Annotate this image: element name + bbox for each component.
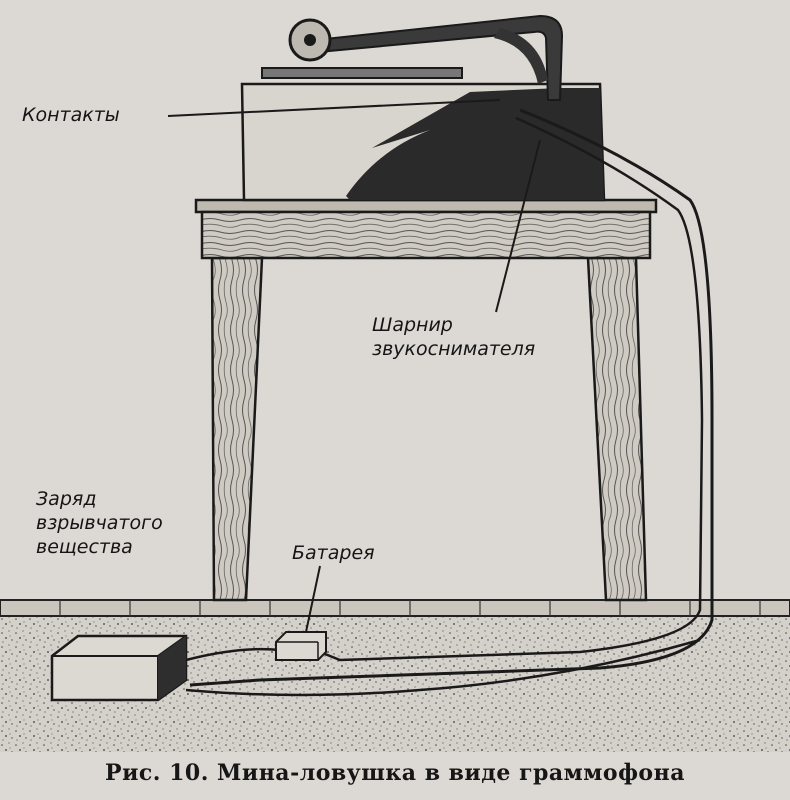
battery-box [275,631,327,661]
label-charge-line1: Заряд [36,488,97,510]
gramophone-dark-side [346,88,604,200]
battery-leader-line [305,565,321,633]
label-pickup-hinge-line1: Шарнир [372,314,453,336]
label-contacts: Контакты [22,104,120,126]
wire-battery-to-charge [185,647,281,662]
label-pickup-hinge-line2: звукоснимателя [372,338,536,360]
table-leg-right [586,256,648,602]
table-top [194,198,658,214]
table-apron [200,210,652,260]
wire-return [185,638,701,697]
contacts-leader-line [167,99,501,117]
label-charge-line3: вещества [36,536,133,558]
floor-board-seams [59,600,761,616]
floor-board [0,599,790,617]
turntable-platter [261,67,463,79]
tone-arm-support [494,28,548,84]
label-charge-line2: взрывчатого [36,512,163,534]
figure-caption: Рис. 10. Мина-ловушка в виде граммофона [105,760,685,786]
wire-inner [319,116,704,662]
tone-arm [314,14,564,101]
table-leg-left [210,256,264,602]
wire-outer [189,108,714,687]
label-battery: Батарея [292,542,375,564]
hinge-leader-line [495,139,541,313]
